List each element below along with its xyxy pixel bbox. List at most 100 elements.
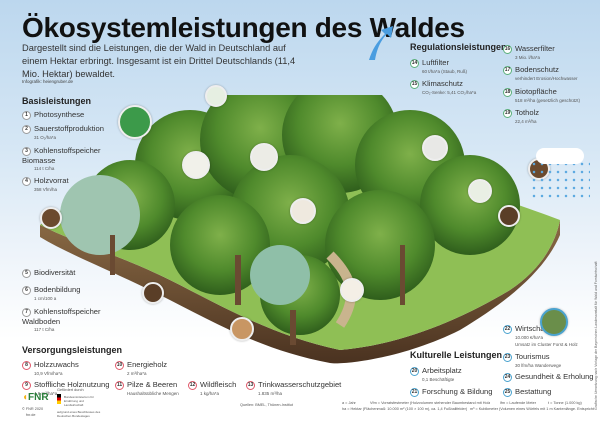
item-value: 358 Vfm/ha (34, 186, 58, 192)
item-value: 1.835 m³/ha (258, 390, 283, 396)
badge-bodenschutz-shield (422, 135, 448, 161)
section-title-versorgung: Versorgungsleistungen (22, 345, 123, 355)
item-number: 22 (503, 324, 512, 334)
fnr-copyright: © FNR 2020 (22, 407, 44, 411)
item-label: Energieholz (127, 360, 168, 369)
fnr-site: fnr.de (26, 413, 36, 417)
item-label: Holzzuwachs (34, 360, 79, 369)
ministry-name: Bundesministerium für Ernährung und Land… (64, 395, 94, 407)
badge-wildfleisch-deer (290, 198, 316, 224)
badge-wirtschaft-truck (540, 308, 568, 336)
badge-kohlenstoff-boden (142, 282, 164, 304)
legend-m3: m³ = Kubikmeter (Volumen eines Würfels m… (470, 407, 595, 411)
item-label: Holzvorrat (34, 176, 69, 185)
credit-text: Infografik: heiengruber.de (22, 79, 74, 84)
item-number: 16 (503, 44, 512, 54)
item-number: 20 (410, 366, 419, 376)
badge-bodenbildung (40, 207, 62, 229)
item-value: 30 lfm/ha Wanderwege (515, 362, 562, 368)
item-number: 3 (22, 146, 31, 156)
legend-lfm: lfm = Laufende Meter (500, 401, 536, 405)
rain-icon (530, 160, 590, 200)
item-label: Wasserfilter (515, 44, 555, 53)
item-value: verhindert Erosion/Hochwasser (515, 75, 578, 81)
item-label: Gesundheit & Erholung (515, 372, 594, 381)
item-number: 25 (503, 387, 512, 397)
fnr-logo-text: FNR (28, 392, 49, 403)
item-label: Bodenschutz (515, 65, 559, 74)
item-value: 3 Mio. l/ha*a (515, 54, 541, 60)
item-label: Totholz (515, 108, 540, 117)
forest-island-graphic (40, 77, 560, 364)
ministry-sub: aufgrund eines Beschlusses des Deutschen… (57, 410, 101, 418)
item-number: 7 (22, 307, 31, 317)
item-number: 11 (115, 380, 124, 390)
item-label: Luftfilter (422, 58, 450, 67)
item-number: 18 (503, 87, 512, 97)
section-title-basis: Basisleistungen (22, 96, 92, 106)
source-text: Quellen: BMEL, Thünen-Institut (240, 403, 293, 407)
badge-holzzuwachs (230, 317, 254, 341)
legend-vfm: Vfm = Vorratsfestmeter (Holzvolumen steh… (370, 401, 490, 405)
item-label: Stoffliche Holznutzung (34, 380, 110, 389)
badge-biodiversitaet-beetle (250, 143, 278, 171)
badge-totholz-roots (498, 205, 520, 227)
item-label: Pilze & Beeren (127, 380, 178, 389)
item-number: 2 (22, 124, 31, 134)
item-label: Bestattung (515, 387, 552, 396)
item-value: Haushaltsübliche Mengen (127, 390, 179, 396)
item-number: 15 (410, 79, 419, 89)
item-value: 10.000 €/ha*a (515, 334, 544, 340)
item-number: 12 (188, 380, 197, 390)
item-label: Trinkwasserschutzgebiet (258, 380, 342, 389)
german-flag-icon (57, 394, 61, 404)
item-label: Biodiversität (34, 268, 76, 277)
item-label: Arbeitsplatz (422, 366, 462, 375)
item-label: Tourismus (515, 352, 550, 361)
section-title-regulation: Regulationsleistungen (410, 42, 507, 52)
item-label: Sauerstoffproduktion (34, 124, 104, 133)
item-number: 10 (115, 360, 124, 370)
item-value: 10,9 Vfm/ha*a (34, 370, 63, 376)
intro-text: Dargestellt sind die Leistungen, die der… (22, 43, 296, 79)
item-label: Bodenbildung (34, 285, 81, 294)
forest-illustration (40, 77, 560, 365)
item-number: 4 (22, 176, 31, 186)
item-number: 19 (503, 108, 512, 118)
fnr-logo: ◖FNR (22, 392, 49, 403)
item-number: 9 (22, 380, 31, 390)
arrow-up-right-icon (369, 26, 393, 60)
item-value: 0,1 Beschäftigte (422, 376, 455, 382)
item-value: 1 cm/100 a (34, 295, 57, 301)
item-number: 1 (22, 110, 31, 120)
item-value: 60 t/ha*a (Staub, Ruß) (422, 68, 468, 74)
item-number: 5 (22, 268, 31, 278)
item-value: 31 O₂/ha*a (34, 134, 57, 140)
cloud-icon (536, 148, 584, 164)
item-number: 13 (246, 380, 255, 390)
item-number: 23 (503, 352, 512, 362)
item-number: 17 (503, 65, 512, 75)
item-value: 22,4 m³/ha (515, 118, 537, 124)
page-title: Ökosystemleistungen des Waldes (22, 12, 465, 43)
vertical-note: Grafische Umsetzung nach Vorlage der Bay… (594, 261, 598, 411)
legend-t: t = Tonne (1.000 kg) (548, 401, 582, 405)
